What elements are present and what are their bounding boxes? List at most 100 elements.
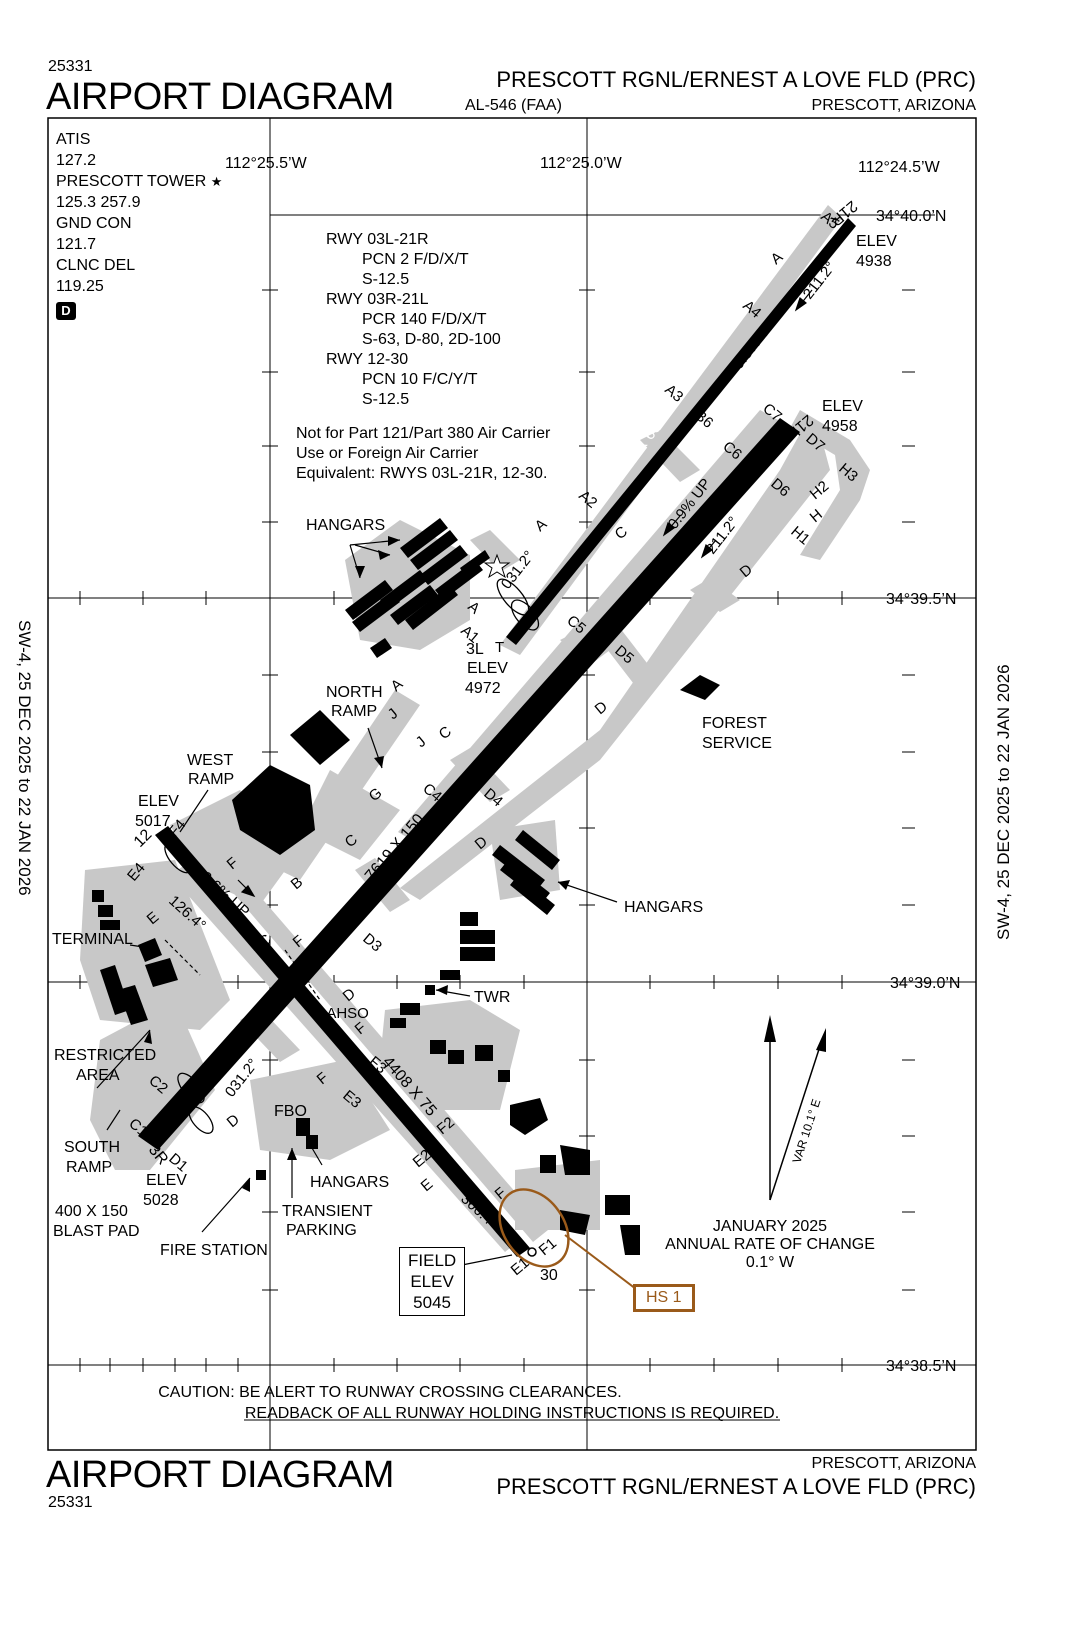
runway-03l-21r <box>506 218 856 645</box>
mag-rate-1: ANNUAL RATE OF CHANGE <box>665 1236 875 1253</box>
twy-j-2: J <box>413 733 430 751</box>
restricted-1: RESTRICTED <box>54 1047 156 1064</box>
twy-c-2: C <box>436 723 455 743</box>
west-ramp-2: RAMP <box>188 771 234 788</box>
twy-a-4: A <box>388 676 407 695</box>
grid-labels: 112°25.5’W 112°25.0’W 112°24.5’W 34°40.0… <box>225 155 960 1375</box>
heading-arrows <box>237 289 813 1208</box>
lahso: LAHSO <box>318 1005 369 1022</box>
tower-row: PRESCOTT TOWER ★ <box>56 171 222 192</box>
end-30: 30 <box>540 1267 558 1284</box>
runway-12-30 <box>155 826 530 1257</box>
terminal: TERMINAL <box>52 931 133 948</box>
twy-d-2: D <box>592 698 611 718</box>
clnc-label: CLNC DEL <box>56 257 136 274</box>
caution-1: CAUTION: BE ALERT TO RUNWAY CROSSING CLE… <box>158 1384 622 1401</box>
elev-4972: 4972 <box>465 680 501 697</box>
west-ramp-1: WEST <box>187 752 233 769</box>
chart-title-top: AIRPORT DIAGRAM <box>46 76 394 118</box>
buildings <box>92 518 720 1255</box>
arrow-heads <box>144 536 570 1192</box>
forest-1: FOREST <box>702 715 767 732</box>
magnetic-arrows <box>764 1015 826 1201</box>
r2-l1: PCR 140 F/D/X/T <box>362 311 487 328</box>
twy-e1: E1 <box>508 1254 533 1279</box>
twy-t: T <box>495 639 504 656</box>
mag-rate-2: 0.1° W <box>746 1254 795 1271</box>
hangars-nw: HANGARS <box>306 517 385 534</box>
wind-indicators <box>164 578 540 1134</box>
note-3: Equivalent: RWYS 03L-21R, 12-30. <box>296 465 547 482</box>
twy-d3: D3 <box>359 930 385 955</box>
twy-d-5: D <box>224 1111 243 1131</box>
north-ramp-2: RAMP <box>331 703 377 720</box>
south-ramp-1: SOUTH <box>64 1139 120 1156</box>
tower-freq: 125.3 257.9 <box>56 194 141 211</box>
forest-2: SERVICE <box>702 735 772 752</box>
field-elev-2: ELEV <box>410 1272 454 1291</box>
frequency-block: ATIS 127.2 PRESCOTT TOWER ★ 125.3 257.9 … <box>56 129 222 321</box>
runways <box>138 218 856 1257</box>
caution-2: READBACK OF ALL RUNWAY HOLDING INSTRUCTI… <box>245 1405 779 1422</box>
twy-a2: A2 <box>575 487 600 512</box>
elev-4938: 4938 <box>856 253 892 270</box>
elevation-labels: ELEV 4938 ELEV 4958 ELEV 4972 ELEV 5017 … <box>135 233 897 1209</box>
blast-2: BLAST PAD <box>53 1223 140 1240</box>
lat-2: 34°39.5’N <box>886 591 956 608</box>
r3-l2: S-12.5 <box>362 391 409 408</box>
chart-id-bottom: 25331 <box>48 1494 93 1511</box>
hold-lines <box>164 939 321 1001</box>
badge-row: D <box>56 300 222 321</box>
twr: TWR <box>474 989 510 1006</box>
lon-2: 112°25.0’W <box>540 155 623 172</box>
r1-name: RWY 03L-21R <box>326 231 429 248</box>
star-icon: ★ <box>210 174 223 189</box>
twy-f1: F1 <box>536 1235 560 1259</box>
lon-1: 112°25.5’W <box>225 155 308 172</box>
hotspot-label[interactable]: HS 1 <box>633 1284 695 1312</box>
elev-label-4972: ELEV <box>467 660 508 677</box>
gnd-label: GND CON <box>56 215 132 232</box>
end-3l: 3L <box>466 641 484 658</box>
lat-3: 34°39.0’N <box>890 975 960 992</box>
chart-title-bottom: AIRPORT DIAGRAM <box>46 1454 394 1496</box>
hotspot-leader <box>564 1234 641 1293</box>
gnd-freq: 121.7 <box>56 236 97 253</box>
elev-5028: 5028 <box>143 1192 179 1209</box>
chart-id-top: 25331 <box>48 58 93 75</box>
al-number: AL-546 (FAA) <box>465 97 562 114</box>
runway-info-block: RWY 03L-21R PCN 2 F/D/X/T S-12.5 RWY 03R… <box>296 231 551 482</box>
elev-label-4938: ELEV <box>856 233 897 250</box>
elev-label-5017: ELEV <box>138 793 179 810</box>
r3-l1: PCN 10 F/C/Y/T <box>362 371 478 388</box>
diagram-frame <box>47 117 977 1451</box>
twy-e-2: E <box>418 1176 437 1195</box>
r2-l2: S-63, D-80, 2D-100 <box>362 331 501 348</box>
mag-date: JANUARY 2025 <box>713 1218 827 1235</box>
r1-l2: S-12.5 <box>362 271 409 288</box>
lon-3: 112°24.5’W <box>858 159 941 176</box>
fire-station: FIRE STATION <box>160 1242 268 1259</box>
lat-1: 34°40.0’N <box>876 208 946 225</box>
elev-4958: 4958 <box>822 418 858 435</box>
twy-b: B <box>288 874 307 893</box>
lat-4: 34°38.5’N <box>886 1358 956 1375</box>
area-labels: HANGARS NORTH RAMP WEST RAMP FOREST SERV… <box>52 517 772 1259</box>
clnc-freq: 119.25 <box>56 278 104 295</box>
south-ramp-2: RAMP <box>66 1159 112 1176</box>
hotspot-circle <box>498 1188 570 1268</box>
field-elev-1: FIELD <box>408 1251 457 1270</box>
mag-var: VAR 10.1° E <box>790 1097 824 1165</box>
field-elev-box: FIELD ELEV 5045 <box>399 1247 466 1316</box>
caution-block: CAUTION: BE ALERT TO RUNWAY CROSSING CLE… <box>158 1384 779 1422</box>
mag-date-block: JANUARY 2025 ANNUAL RATE OF CHANGE 0.1° … <box>665 1218 875 1271</box>
elev-label-5028: ELEV <box>146 1172 187 1189</box>
tower-label: PRESCOTT TOWER <box>56 173 207 190</box>
runway-03r-21l <box>138 418 800 1150</box>
elev-5017: 5017 <box>135 813 171 830</box>
airport-name-top: PRESCOTT RGNL/ERNEST A LOVE FLD (PRC) <box>496 67 976 92</box>
note-1: Not for Part 121/Part 380 Air Carrier <box>296 425 551 442</box>
note-2: Use or Foreign Air Carrier <box>296 445 479 462</box>
restricted-2: AREA <box>76 1067 120 1084</box>
